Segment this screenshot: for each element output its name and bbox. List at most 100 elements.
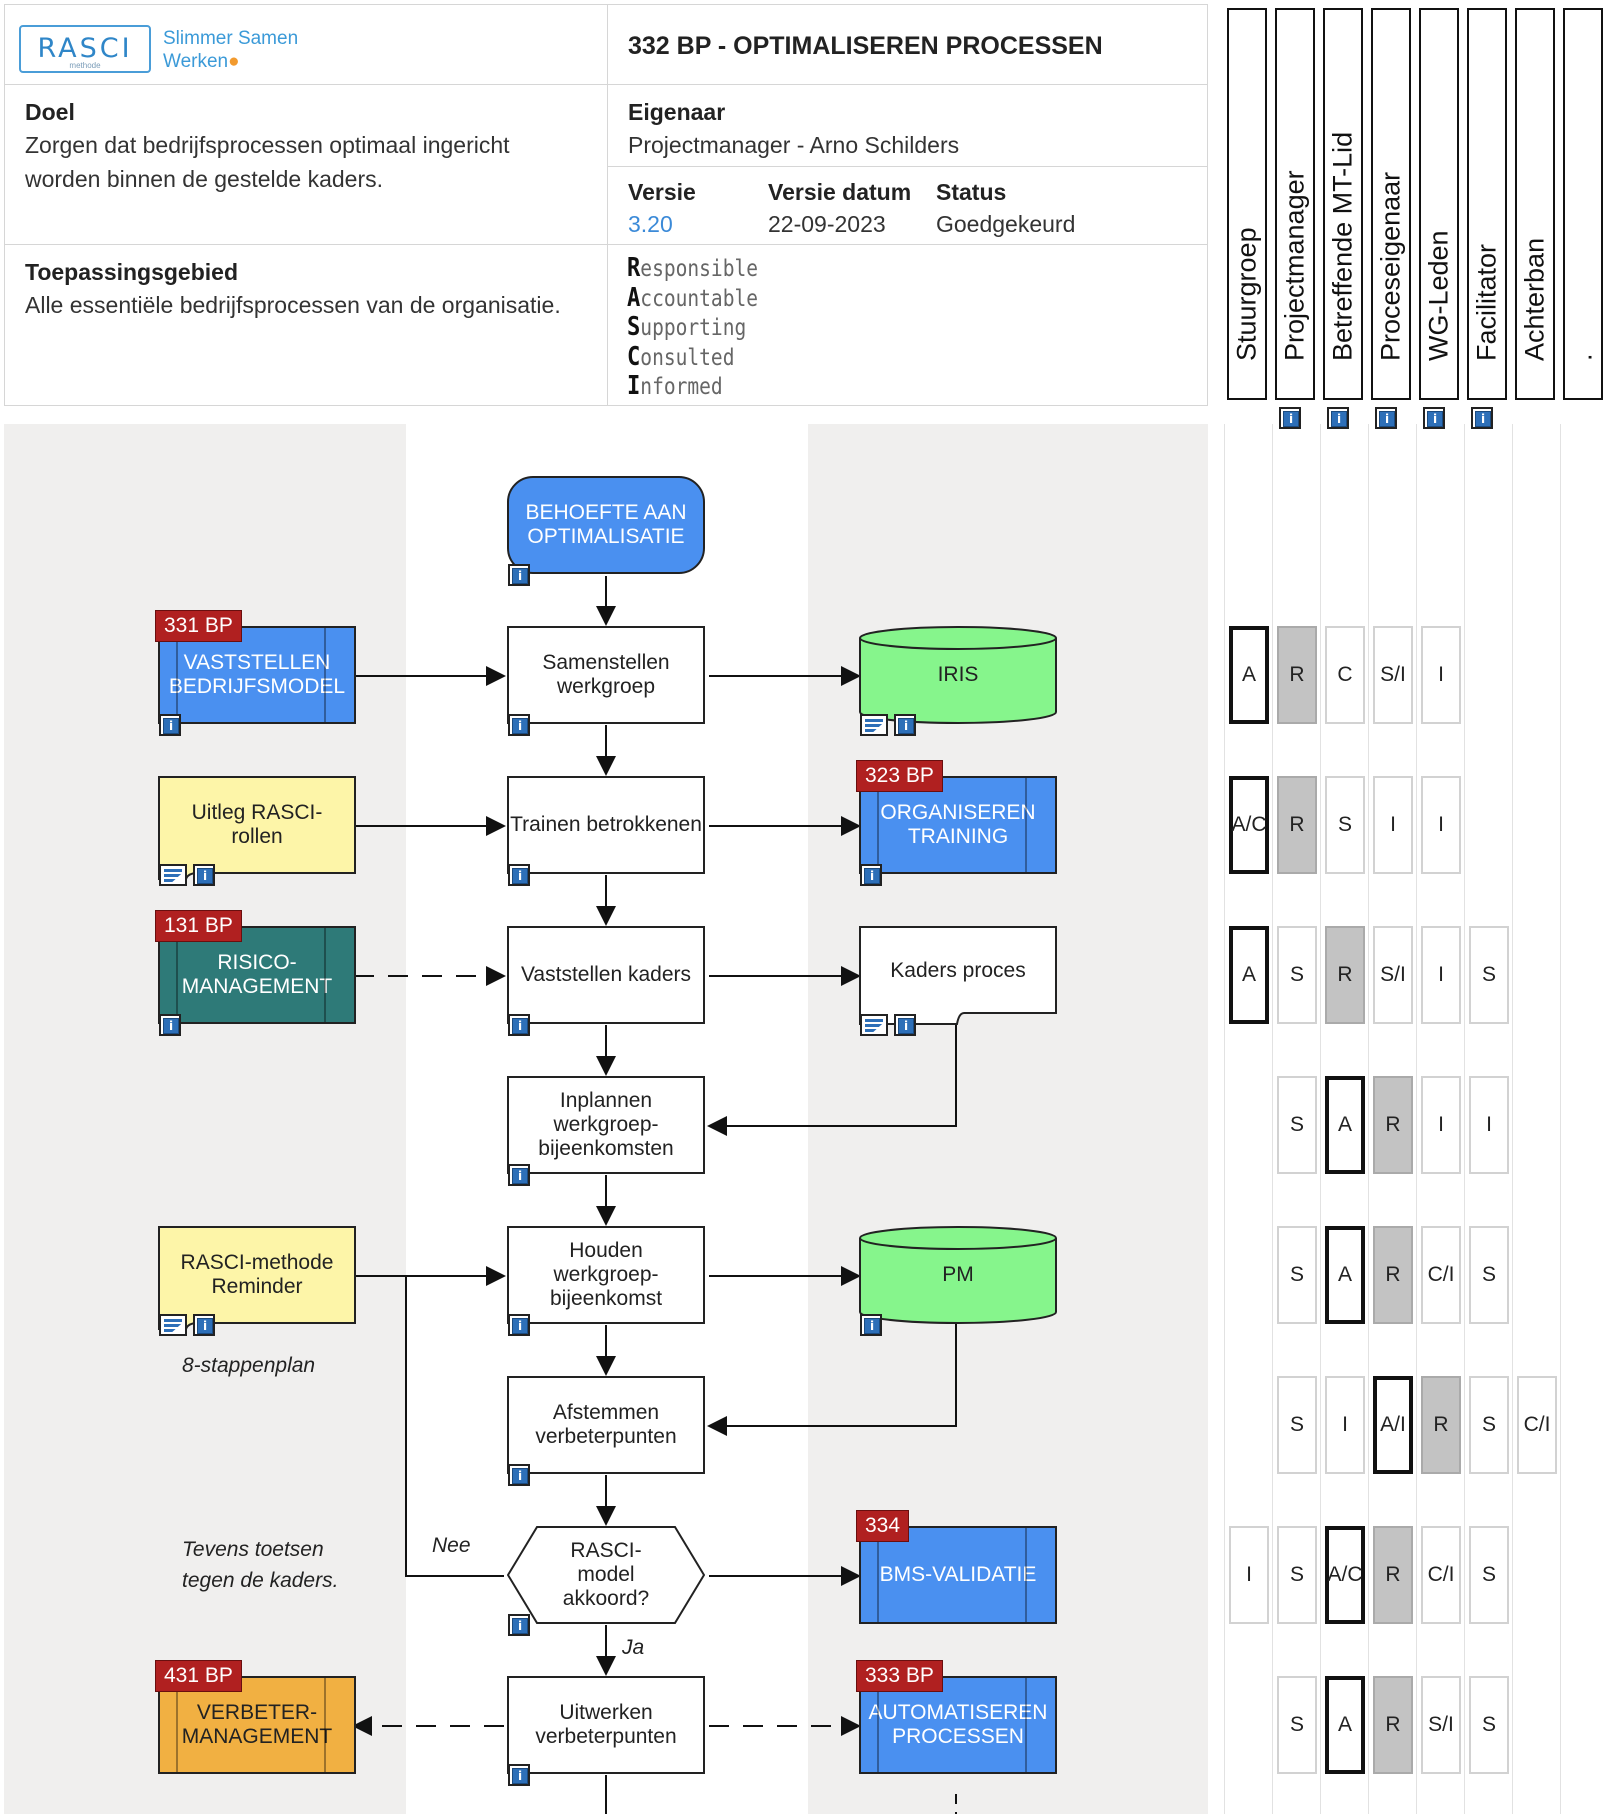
db-pm[interactable]: PM <box>942 1263 974 1286</box>
rasci-cell-value: A/C <box>1327 1563 1363 1586</box>
flow-connectors <box>352 576 957 1814</box>
info-icon[interactable] <box>508 1014 530 1036</box>
step-trainen-betrokkenen[interactable]: Trainen betrokkenen <box>507 776 705 874</box>
rasci-cell-value: S <box>1289 963 1304 986</box>
rasci-cell-value: C <box>1337 663 1353 686</box>
page-title: 332 BP - OPTIMALISEREN PROCESSEN <box>628 32 1103 60</box>
role-info-icon[interactable] <box>1471 407 1493 429</box>
info-icon[interactable] <box>508 1764 530 1786</box>
step-uitwerken-verbeterpunten[interactable]: Uitwerken verbeterpunten <box>507 1676 705 1774</box>
rasci-cell: S <box>1277 1376 1317 1474</box>
step-houden-bijeenkomst[interactable]: Houden werkgroep-bijeenkomst <box>507 1226 705 1324</box>
matrix-divider <box>1320 424 1321 1814</box>
step-samenstellen-werkgroep[interactable]: Samenstellen werkgroep <box>507 626 705 724</box>
rasci-logo: RASCI methode <box>19 25 151 73</box>
step-afstemmen-verbeterpunten[interactable]: Afstemmen verbeterpunten <box>507 1376 705 1474</box>
rasci-cell: I <box>1373 776 1413 874</box>
legend-accountable: Accountable <box>627 282 759 313</box>
document-icon[interactable] <box>860 1014 888 1036</box>
info-icon[interactable] <box>159 714 181 736</box>
document-icon[interactable] <box>159 864 187 886</box>
info-icon[interactable] <box>508 714 530 736</box>
database-shape <box>859 1226 1057 1324</box>
info-icon[interactable] <box>508 864 530 886</box>
db-iris[interactable]: IRIS <box>937 663 979 686</box>
rasci-cell: A <box>1229 626 1269 724</box>
role-facilitator: Facilitator <box>1467 8 1507 400</box>
info-icon[interactable] <box>159 1014 181 1036</box>
rasci-cell-value: I <box>1486 1113 1492 1136</box>
rasci-cell: S <box>1277 1676 1317 1774</box>
role-info-icon[interactable] <box>1327 407 1349 429</box>
eigenaar-cell: Eigenaar Projectmanager - Arno Schilders <box>608 85 1208 167</box>
role-betreffende-mt-lid: Betreffende MT-Lid <box>1323 8 1363 400</box>
info-icon[interactable] <box>860 1314 882 1336</box>
rasci-cell-value: S <box>1481 1263 1496 1286</box>
rasci-cell: R <box>1277 776 1317 874</box>
info-icon[interactable] <box>894 714 916 736</box>
matrix-divider <box>1224 424 1225 1814</box>
process-tag: 334 <box>856 1510 910 1542</box>
info-icon[interactable] <box>860 864 882 886</box>
role-info-icon[interactable] <box>1423 407 1445 429</box>
rasci-cell: I <box>1421 926 1461 1024</box>
versie-link[interactable]: 3.20 <box>628 211 673 237</box>
ext-organiseren-training[interactable]: ORGANISEREN TRAINING <box>859 776 1057 874</box>
step-vaststellen-kaders[interactable]: Vaststellen kaders <box>507 926 705 1024</box>
rasci-cell-value: S <box>1289 1413 1304 1436</box>
document-icon[interactable] <box>159 1314 187 1336</box>
rasci-cell: S/I <box>1373 926 1413 1024</box>
toepassing-text: Alle essentiële bedrijfsprocessen van de… <box>25 292 561 318</box>
ext-risico-management[interactable]: RISICO-MANAGEMENT <box>158 926 356 1024</box>
rasci-cell: I <box>1421 776 1461 874</box>
info-icon[interactable] <box>508 1164 530 1186</box>
rasci-cell-value: C/I <box>1427 1263 1455 1286</box>
info-icon[interactable] <box>508 564 530 586</box>
toepassing-cell: Toepassingsgebied Alle essentiële bedrij… <box>5 245 608 405</box>
info-icon[interactable] <box>193 864 215 886</box>
title-cell: 332 BP - OPTIMALISEREN PROCESSEN <box>608 5 1208 85</box>
rasci-cell: S <box>1469 926 1509 1024</box>
role-achterban: Achterban <box>1515 8 1555 400</box>
rasci-cell: I <box>1325 1376 1365 1474</box>
rasci-cell: I <box>1421 1076 1461 1174</box>
rasci-cell-value: A <box>1241 963 1256 986</box>
rasci-cell-value: I <box>1438 813 1444 836</box>
info-icon[interactable] <box>508 1314 530 1336</box>
ext-automatiseren-processen[interactable]: AUTOMATISEREN PROCESSEN <box>859 1676 1057 1774</box>
rasci-cell: S <box>1277 1526 1317 1624</box>
role-info-icon[interactable] <box>1375 407 1397 429</box>
versie-datum-value: 22-09-2023 <box>768 211 886 237</box>
rasci-cell: A <box>1229 926 1269 1024</box>
decision-rasci-akkoord[interactable]: RASCI-model akkoord? <box>562 1539 650 1610</box>
info-icon[interactable] <box>508 1464 530 1486</box>
step-inplannen-bijeenkomsten[interactable]: Inplannen werkgroep-bijeenkomsten <box>507 1076 705 1174</box>
process-tag: 323 BP <box>856 760 943 792</box>
document-icon[interactable] <box>860 714 888 736</box>
ext-bms-validatie[interactable]: BMS-VALIDATIE <box>859 1526 1057 1624</box>
doc-rasci-methode-reminder[interactable]: RASCI-methode Reminder <box>180 1251 334 1298</box>
rasci-cell-value: I <box>1390 813 1396 836</box>
info-icon[interactable] <box>193 1314 215 1336</box>
ext-vaststellen-bedrijfsmodel[interactable]: VASTSTELLEN BEDRIJFSMODEL <box>158 626 356 724</box>
rasci-cell: A <box>1325 1676 1365 1774</box>
logo-cell: RASCI methode Slimmer Samen Werken● <box>5 5 608 85</box>
info-icon[interactable] <box>894 1014 916 1036</box>
info-icon[interactable] <box>508 1614 530 1636</box>
rasci-cell: S <box>1469 1226 1509 1324</box>
legend-informed: Informed <box>627 371 723 401</box>
eigenaar-label: Eigenaar <box>628 99 726 125</box>
doc-uitleg-rasci-rollen[interactable]: Uitleg RASCI-rollen <box>191 801 323 848</box>
rasci-cell: S <box>1469 1376 1509 1474</box>
rasci-cell-value: C/I <box>1427 1563 1455 1586</box>
role-info-icon[interactable] <box>1279 407 1301 429</box>
rasci-cell: A/C <box>1229 776 1269 874</box>
start-node[interactable]: BEHOEFTE AAN OPTIMALISATIE <box>507 476 705 574</box>
toepassing-label: Toepassingsgebied <box>25 259 239 285</box>
rasci-legend: Responsible Accountable Supporting Consu… <box>627 254 781 402</box>
role-blank: . <box>1563 8 1603 400</box>
eigenaar-text: Projectmanager - Arno Schilders <box>628 132 960 158</box>
doc-kaders-proces[interactable]: Kaders proces <box>890 959 1026 982</box>
ext-verbetermanagement[interactable]: VERBETER-MANAGEMENT <box>158 1676 356 1774</box>
rasci-cell-value: A <box>1337 1713 1352 1736</box>
